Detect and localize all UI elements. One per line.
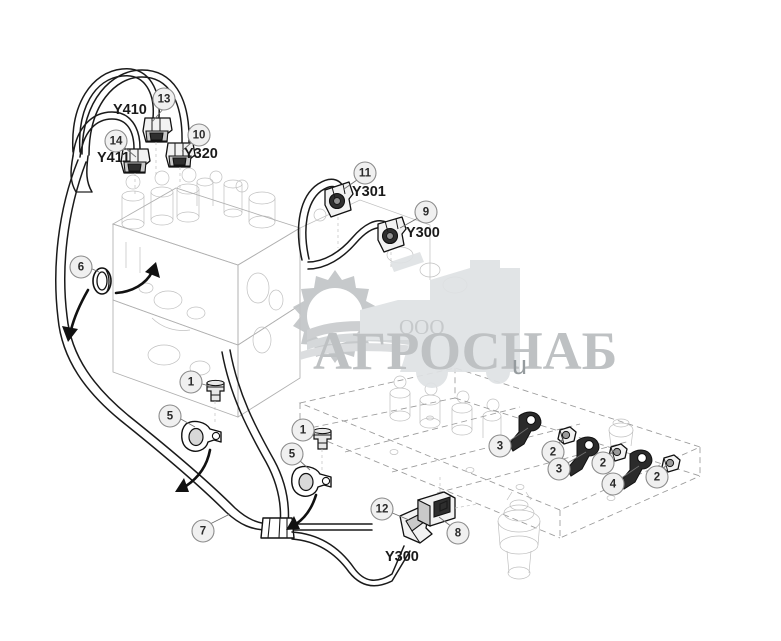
callout-number: 7 bbox=[200, 526, 206, 538]
callout-number: 13 bbox=[158, 94, 171, 106]
connector-y301 bbox=[324, 181, 354, 248]
callout-number: 2 bbox=[550, 447, 556, 459]
part-label-y320: Y320 bbox=[184, 146, 218, 162]
install-arrow-clamp-left bbox=[175, 448, 212, 492]
callout-3[interactable]: 3 bbox=[547, 457, 571, 481]
cap-screw-item1-left bbox=[206, 379, 225, 425]
ghost-pivot-boss bbox=[497, 491, 541, 580]
callout-circle[interactable] bbox=[488, 434, 512, 458]
callout-number: 6 bbox=[78, 262, 84, 274]
callout-1[interactable]: 1 bbox=[179, 370, 203, 394]
callout-circle[interactable] bbox=[152, 87, 176, 111]
hose-clamp-item5-center bbox=[291, 465, 332, 497]
callout-number: 5 bbox=[289, 449, 296, 461]
inline-sensor-item8 bbox=[417, 476, 479, 527]
callout-11[interactable]: 11 bbox=[353, 161, 377, 185]
harvester-icon bbox=[360, 252, 520, 388]
callout-circle[interactable] bbox=[179, 370, 203, 394]
callout-8[interactable]: 8 bbox=[446, 521, 470, 545]
callout-number: 9 bbox=[423, 207, 429, 219]
callout-circle[interactable] bbox=[645, 465, 669, 489]
part-label-y410: Y410 bbox=[113, 102, 147, 118]
callout-circle[interactable] bbox=[547, 457, 571, 481]
callout-2[interactable]: 2 bbox=[645, 465, 669, 489]
seal-ring-item6 bbox=[92, 267, 112, 295]
solenoid-harness-right bbox=[297, 178, 388, 270]
callout-number: 4 bbox=[610, 479, 617, 491]
callout-number: 11 bbox=[359, 168, 372, 180]
watermark-name: АГРОСНАБ bbox=[313, 321, 617, 381]
callout-10[interactable]: 10 bbox=[187, 123, 211, 147]
callout-2[interactable]: 2 bbox=[591, 451, 615, 475]
callout-5[interactable]: 5 bbox=[280, 442, 304, 466]
install-arrow-up bbox=[114, 262, 160, 295]
callout-circle[interactable] bbox=[280, 442, 304, 466]
bracket-item3-a bbox=[508, 411, 542, 452]
nut-item2-b bbox=[608, 443, 628, 462]
watermark-agrosnab: ООО АГРОСНАБ u bbox=[293, 252, 617, 388]
callout-14[interactable]: 14 bbox=[104, 129, 128, 153]
callout-circle[interactable] bbox=[187, 123, 211, 147]
ghost-rear-boss bbox=[608, 418, 634, 447]
install-arrow-clamp-center bbox=[286, 493, 318, 530]
callout-circle[interactable] bbox=[414, 200, 438, 224]
callout-number: 10 bbox=[193, 130, 206, 142]
callout-number: 3 bbox=[497, 441, 503, 453]
connector-y411 bbox=[120, 148, 151, 196]
callout-circle[interactable] bbox=[291, 418, 315, 442]
bracket-item3-b bbox=[566, 436, 600, 477]
callout-circle[interactable] bbox=[591, 451, 615, 475]
callout-5[interactable]: 5 bbox=[158, 404, 182, 428]
install-arrow-down-left bbox=[62, 288, 90, 342]
callout-number: 2 bbox=[600, 458, 606, 470]
callout-number: 1 bbox=[188, 377, 195, 389]
callout-circle[interactable] bbox=[69, 255, 93, 279]
part-label-y301: Y301 bbox=[352, 184, 386, 200]
callout-number: 3 bbox=[556, 464, 562, 476]
callout-13[interactable]: 13 bbox=[152, 87, 176, 111]
hydraulic-hose-assembly bbox=[55, 159, 411, 587]
callout-number: 2 bbox=[654, 472, 660, 484]
callout-circle[interactable] bbox=[158, 404, 182, 428]
callout-circle[interactable] bbox=[104, 129, 128, 153]
watermark-ooo: ООО bbox=[399, 315, 445, 339]
callout-number: 1 bbox=[300, 425, 307, 437]
callout-circle[interactable] bbox=[446, 521, 470, 545]
callout-3[interactable]: 3 bbox=[488, 434, 512, 458]
callout-1[interactable]: 1 bbox=[291, 418, 315, 442]
bracket-item4 bbox=[619, 449, 653, 490]
ghost-valve-block-group bbox=[111, 167, 502, 438]
callout-7[interactable]: 7 bbox=[191, 519, 215, 543]
callout-12[interactable]: 12 bbox=[370, 497, 394, 521]
callout-9[interactable]: 9 bbox=[414, 200, 438, 224]
callout-circle[interactable] bbox=[370, 497, 394, 521]
callout-circle[interactable] bbox=[353, 161, 377, 185]
callout-number: 5 bbox=[167, 411, 174, 423]
callout-circle[interactable] bbox=[601, 472, 625, 496]
cap-screw-item1-center bbox=[313, 427, 332, 470]
hose-sleeve-fitting bbox=[260, 517, 295, 539]
callout-4[interactable]: 4 bbox=[601, 472, 625, 496]
callout-circle[interactable] bbox=[191, 519, 215, 543]
part-label-y300_upper: Y300 bbox=[406, 225, 440, 241]
connector-y300-upper bbox=[377, 216, 407, 268]
callout-number: 12 bbox=[376, 504, 389, 516]
callout-number: 14 bbox=[110, 136, 123, 148]
callout-6[interactable]: 6 bbox=[69, 255, 93, 279]
watermark-suffix: u bbox=[512, 350, 527, 380]
callout-number: 8 bbox=[455, 528, 462, 540]
part-label-y300_lower: Y300 bbox=[385, 549, 419, 565]
part-label-y411: Y411 bbox=[97, 150, 130, 166]
hose-clamp-item5-left bbox=[181, 420, 222, 452]
connector-y410 bbox=[142, 117, 173, 176]
